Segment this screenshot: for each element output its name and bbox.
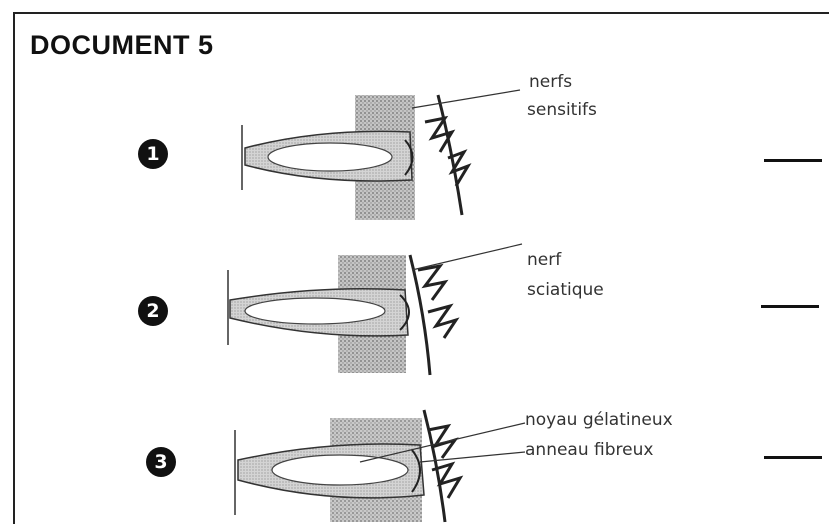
panel-2-number: 2 — [138, 296, 168, 326]
answer-line-1 — [764, 159, 822, 162]
disc-illustration-2 — [228, 244, 522, 375]
panel-2-label-2: sciatique — [527, 278, 604, 302]
panel-1-label-1: nerfs — [529, 70, 572, 94]
panel-1-label-2: sensitifs — [527, 98, 597, 122]
panel-3-label-2: anneau fibreux — [525, 438, 653, 462]
panel-1-number: 1 — [138, 139, 168, 169]
panel-3-number: 3 — [146, 447, 176, 477]
disc-illustration-3 — [235, 410, 525, 522]
disc-illustration-1 — [242, 90, 520, 220]
answer-line-3 — [764, 456, 822, 459]
panel-2-label-1: nerf — [527, 248, 561, 272]
answer-line-2 — [761, 305, 819, 308]
panel-3-label-1: noyau gélatineux — [525, 408, 673, 432]
